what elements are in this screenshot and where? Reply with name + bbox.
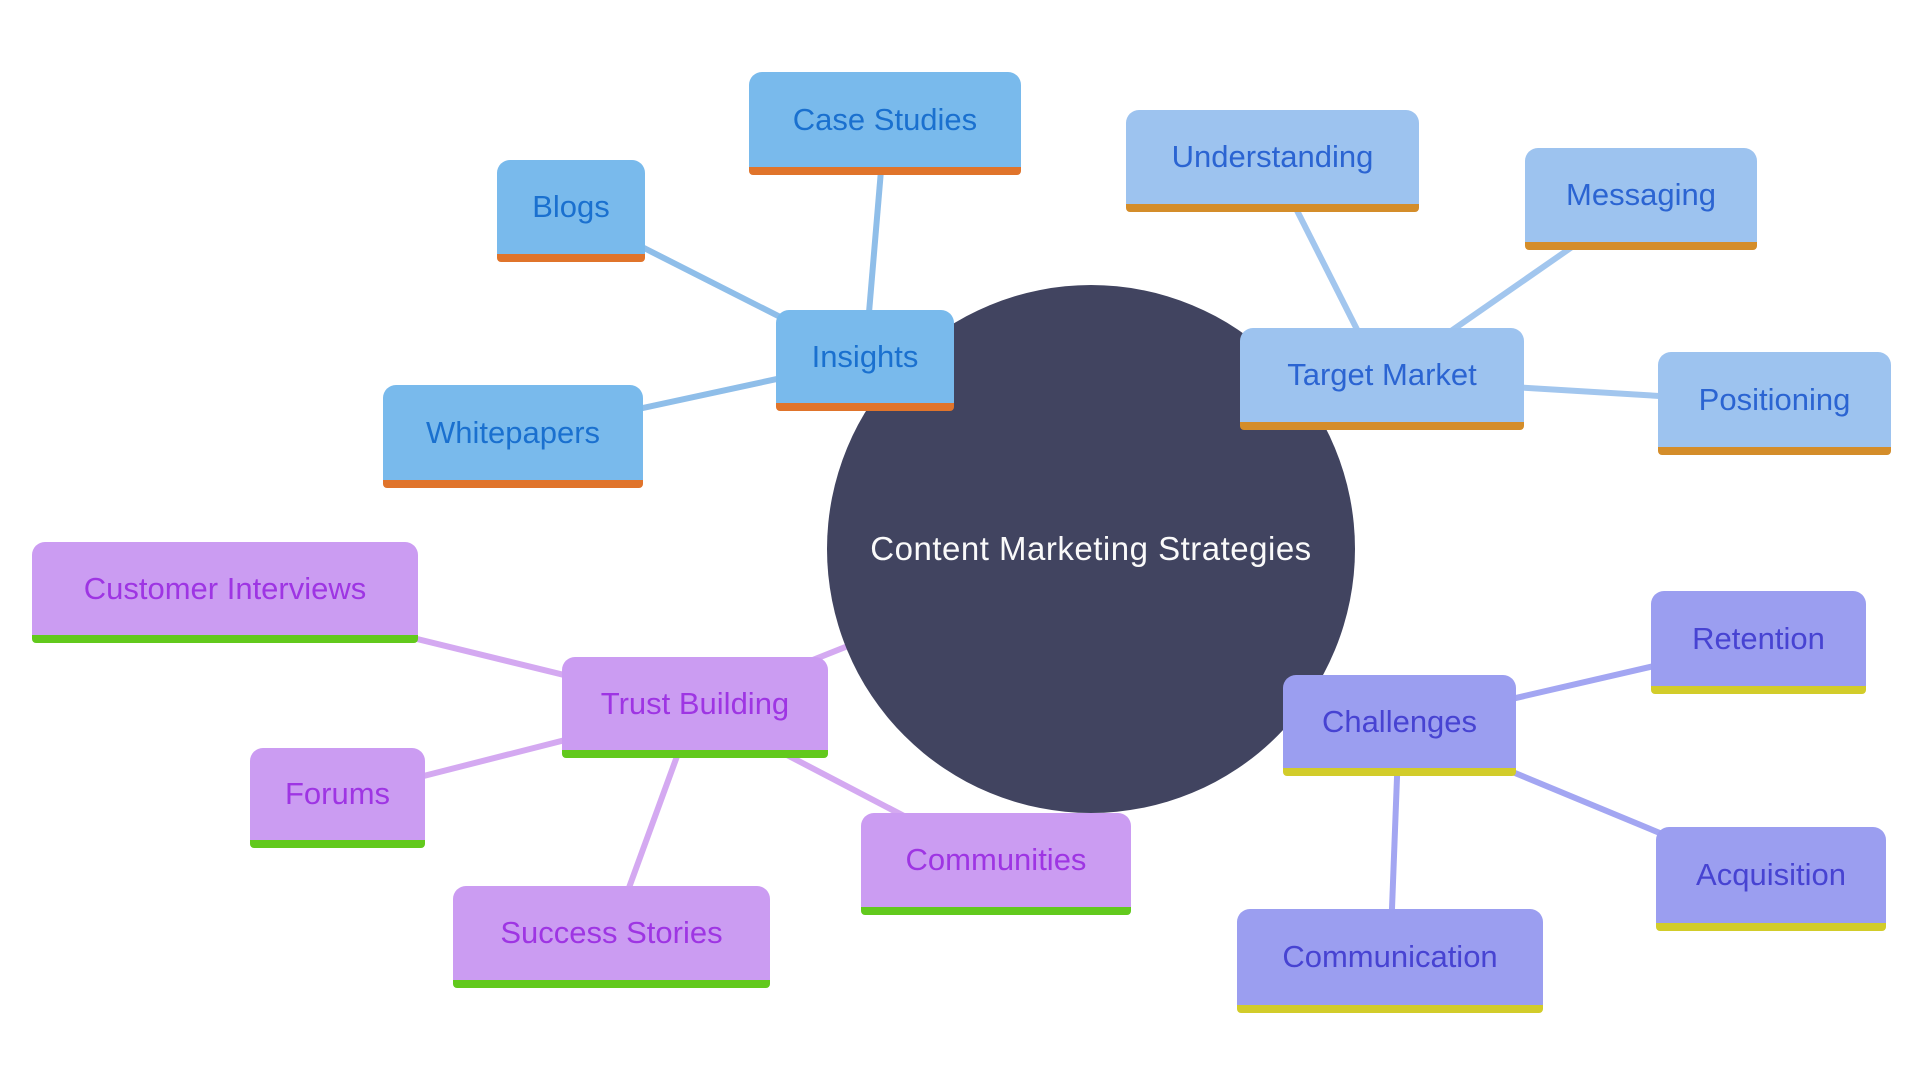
node-case-studies: Case Studies — [749, 72, 1021, 175]
node-challenges: Challenges — [1283, 675, 1516, 776]
node-messaging: Messaging — [1525, 148, 1757, 250]
node-whitepapers: Whitepapers — [383, 385, 643, 488]
node-retention: Retention — [1651, 591, 1866, 694]
node-communities: Communities — [861, 813, 1131, 915]
node-target-market: Target Market — [1240, 328, 1524, 430]
node-success-stories: Success Stories — [453, 886, 770, 988]
node-trust-building: Trust Building — [562, 657, 828, 758]
node-positioning: Positioning — [1658, 352, 1891, 455]
node-understanding: Understanding — [1126, 110, 1419, 212]
node-customer-interviews: Customer Interviews — [32, 542, 418, 643]
center-node-label: Content Marketing Strategies — [870, 530, 1312, 567]
node-insights: Insights — [776, 310, 954, 411]
node-acquisition: Acquisition — [1656, 827, 1886, 931]
node-blogs: Blogs — [497, 160, 645, 262]
node-communication: Communication — [1237, 909, 1543, 1013]
node-forums: Forums — [250, 748, 425, 848]
